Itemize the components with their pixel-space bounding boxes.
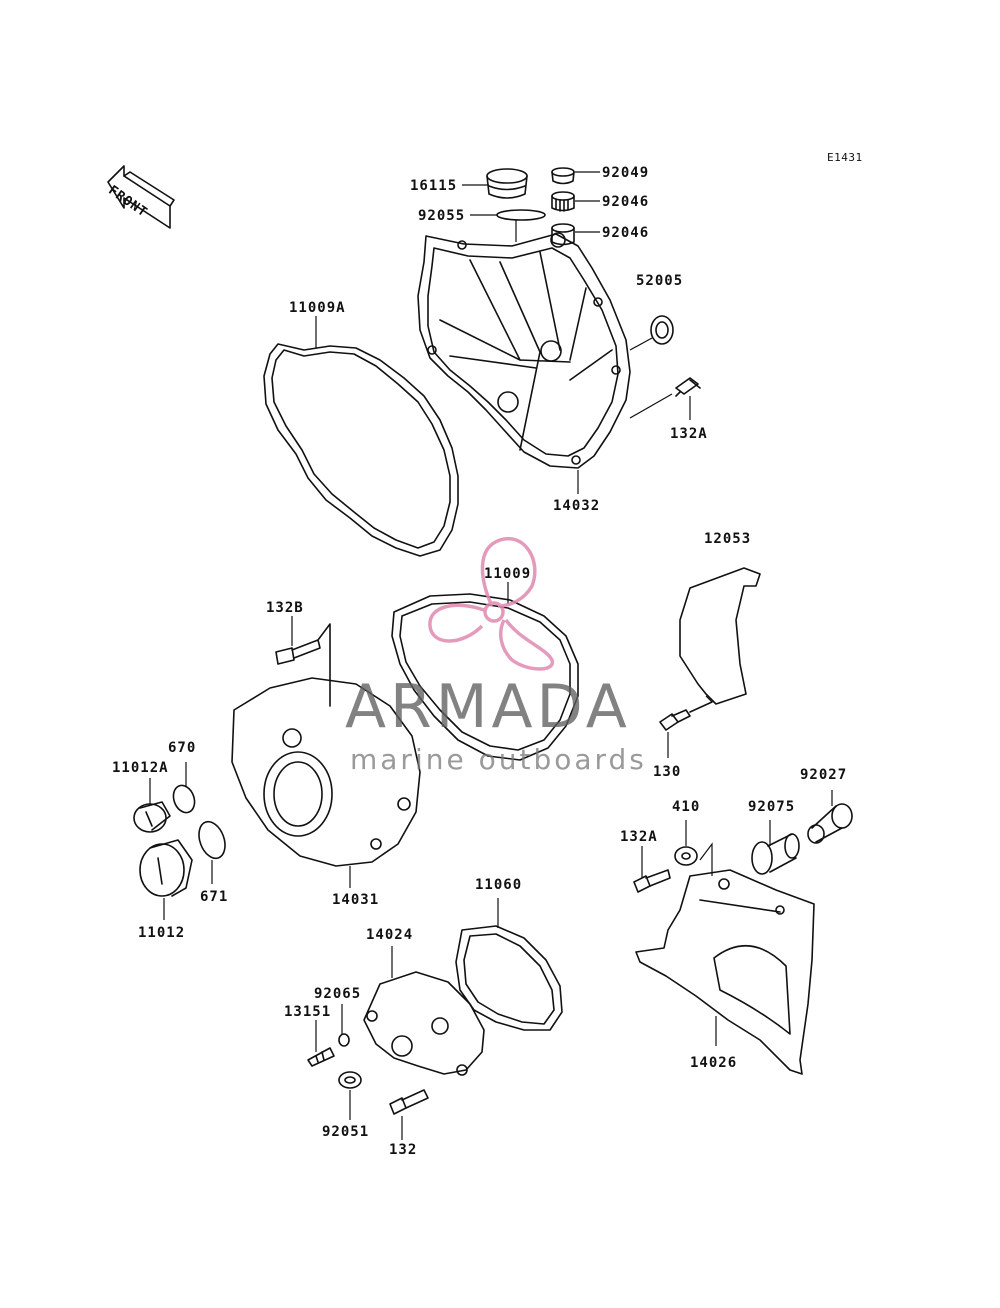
callout-label: 132B [266,600,304,616]
callout-label: 11009 [484,566,532,582]
callout-label: 11012A [112,760,169,776]
callout-label: 132A [620,829,658,845]
o-ring-icon [172,784,196,814]
callout-label: 14032 [553,498,601,514]
clutch-cover-icon [417,232,631,469]
callout-label: 671 [200,889,229,905]
collar-icon [751,833,800,875]
callout-label: 13151 [284,1004,332,1020]
watermark-propeller-icon [428,536,554,671]
bolt-icon [659,701,713,731]
leader-lines [149,171,833,1140]
callout-label: 410 [672,799,701,815]
callout-label: 12053 [704,531,752,547]
part-cap-icon [486,168,528,199]
ring-icon [338,1033,350,1047]
chain-guard-icon [679,567,761,705]
watermark-tagline: marine outboards [350,743,647,776]
callout-label: 92055 [418,208,466,224]
callout-label: 132A [670,426,708,442]
callout-label: 16115 [410,178,458,194]
gasket-icon [263,343,459,557]
callout-label: 11009A [289,300,346,316]
gear-cover-icon [363,971,485,1076]
plug-icon [133,801,171,833]
generator-cover-icon [231,677,421,867]
o-ring-icon [198,820,226,860]
oil-seal-icon [551,167,575,185]
callout-label: 52005 [636,273,684,289]
bolt-icon [633,869,671,893]
diagram-code: E1431 [827,151,863,164]
needle-bearing-icon [551,191,575,212]
callout-label: 92065 [314,986,362,1002]
plug-icon [139,839,193,897]
callout-label: 132 [389,1142,418,1158]
callout-label: 92046 [602,225,650,241]
sprocket-cover-icon [635,869,815,1075]
callout-label: 92075 [748,799,796,815]
oil-seal-icon [338,1071,362,1089]
callout-label: 14026 [690,1055,738,1071]
front-arrow-icon [107,165,175,229]
callout-label: 130 [653,764,682,780]
pin-icon [307,1047,335,1067]
washer-icon [674,846,698,866]
o-ring-icon [496,209,546,221]
callout-label: 14024 [366,927,414,943]
callout-label: 92046 [602,194,650,210]
oil-seal-icon [650,315,674,345]
bolt-icon [389,1089,429,1115]
gasket-icon [455,925,563,1031]
bolt-icon [675,377,701,397]
gasket-icon [391,593,579,761]
callout-label: 11060 [475,877,523,893]
callout-label: 670 [168,740,197,756]
callout-label: 14031 [332,892,380,908]
watermark-brand: ARMADA [345,672,631,742]
callout-label: 92049 [602,165,650,181]
sleeve-icon [807,803,853,844]
callout-label: 92027 [800,767,848,783]
bolt-icon [275,623,331,707]
callout-label: 92051 [322,1124,370,1140]
callout-label: 11012 [138,925,186,941]
